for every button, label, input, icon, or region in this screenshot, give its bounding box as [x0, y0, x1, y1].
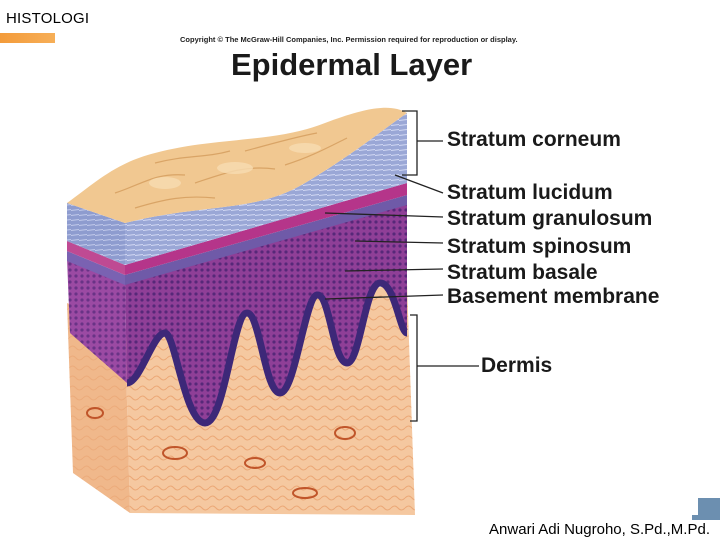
copyright-notice: Copyright © The McGraw-Hill Companies, I…: [180, 35, 518, 44]
epidermis-figure: Copyright © The McGraw-Hill Companies, I…: [55, 33, 698, 515]
author-credit: Anwari Adi Nugroho, S.Pd.,M.Pd.: [489, 521, 710, 538]
label-stratum-spinosum: Stratum spinosum: [447, 235, 632, 258]
label-stratum-basale: Stratum basale: [447, 261, 598, 284]
slide-title: HISTOLOGI: [6, 10, 90, 27]
bracket-dermis: [410, 314, 418, 422]
basale-layer: [125, 279, 410, 427]
label-stratum-granulosum: Stratum granulosum: [447, 207, 653, 230]
label-dermis: Dermis: [481, 354, 553, 377]
accent-bar: [0, 33, 62, 43]
accent-bar-right: [692, 498, 720, 520]
label-basement-membrane: Basement membrane: [447, 285, 660, 308]
label-stratum-corneum: Stratum corneum: [447, 128, 621, 151]
granulosum-layer: [125, 195, 407, 285]
skin-illustration: [67, 107, 479, 515]
label-stratum-lucidum: Stratum lucidum: [447, 181, 613, 204]
lucidum-layer: [125, 183, 407, 275]
bracket-corneum: [402, 110, 418, 176]
figure-title: Epidermal Layer: [231, 47, 473, 82]
